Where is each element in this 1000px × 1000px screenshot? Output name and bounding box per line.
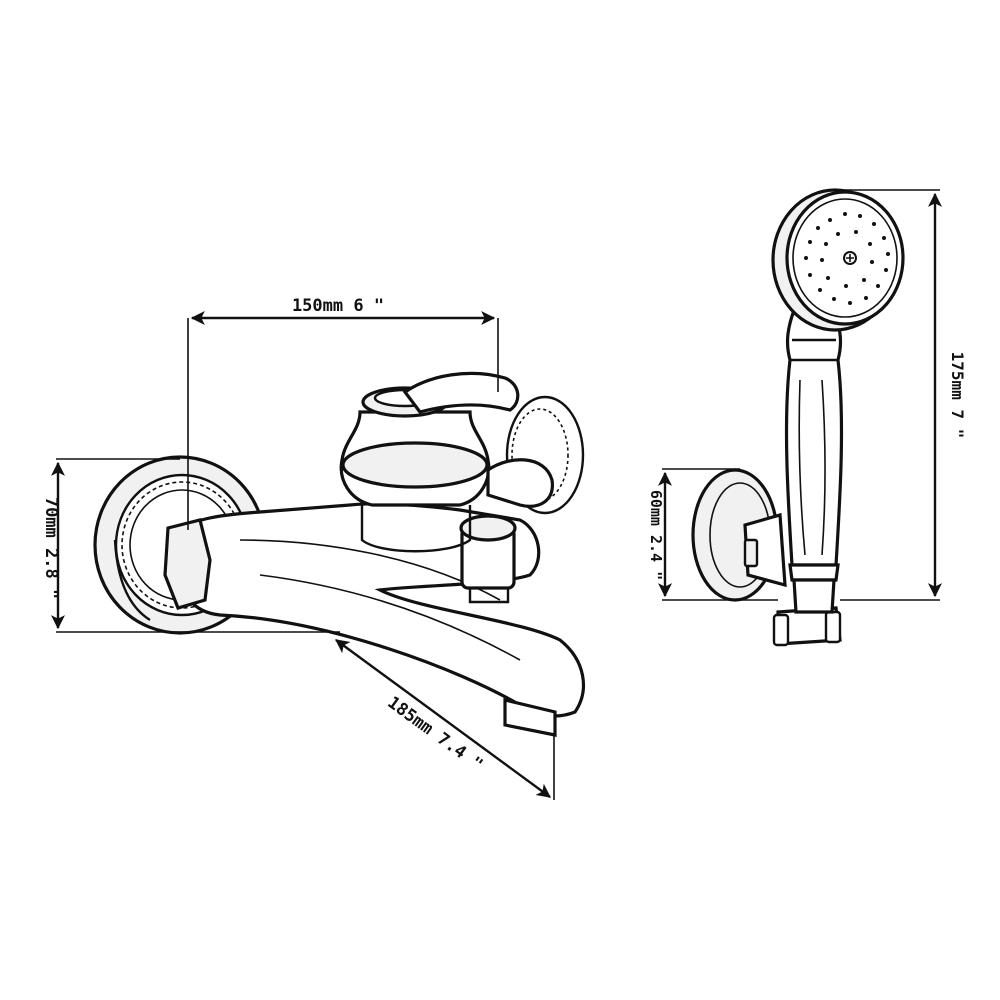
holder-height-dimension: 60mm 2.4 " xyxy=(647,468,778,601)
spray-nozzles xyxy=(804,212,890,305)
faucet-width-label: 150mm 6 " xyxy=(292,296,384,316)
holder-height-label: 60mm 2.4 " xyxy=(647,490,665,580)
handshower-length-label: 175mm 7 " xyxy=(948,352,967,439)
shower-holder xyxy=(691,468,842,647)
faucet-height-label: 70mm 2.8 " xyxy=(41,497,61,599)
cartridge-housing xyxy=(339,371,554,553)
handshower-length-dimension: 175mm 7 " xyxy=(840,189,967,601)
bath-faucet-drawing: 150mm 6 " 70mm 2.8 " 185mm 7.4 " xyxy=(41,296,585,800)
hand-shower-drawing: 175mm 7 " 60mm 2.4 " xyxy=(647,188,967,647)
spout-length-label: 185mm 7.4 " xyxy=(384,693,487,775)
faucet-width-dimension: 150mm 6 " xyxy=(187,296,499,530)
shower-head xyxy=(771,188,905,332)
shower-handle xyxy=(784,303,844,614)
faucet-height-dimension: 70mm 2.8 " xyxy=(41,458,340,633)
